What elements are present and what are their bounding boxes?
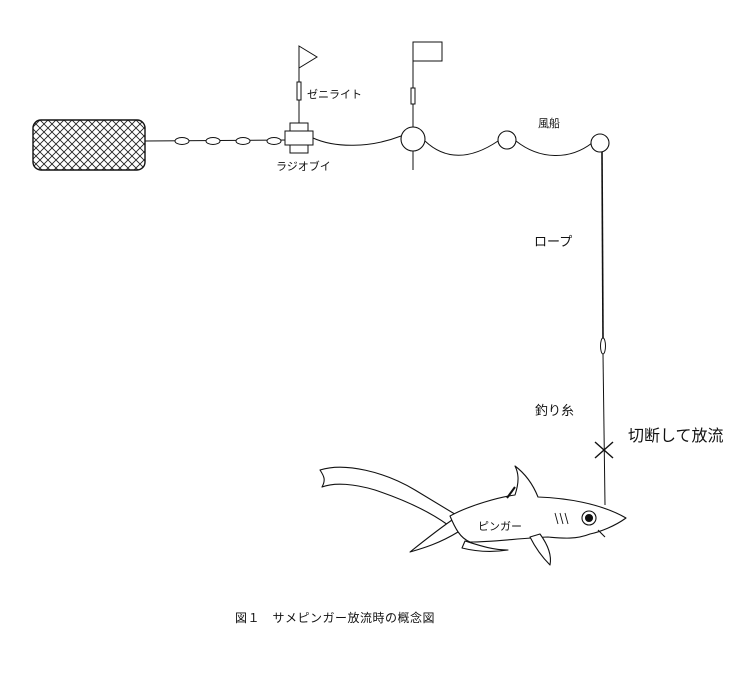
- label-zenilite: ゼニライト: [307, 88, 362, 101]
- flag-float: [400, 41, 443, 170]
- balloon-2: [590, 133, 610, 153]
- balloon-line-1: [424, 140, 499, 156]
- float-3: [235, 137, 251, 145]
- float-1: [174, 137, 190, 145]
- swivel: [600, 337, 606, 355]
- fishing-net: [32, 119, 146, 171]
- figure-caption: 図１ サメピンガー放流時の概念図: [235, 611, 436, 625]
- label-balloon: 風船: [538, 117, 560, 130]
- label-rope: ロープ: [534, 235, 573, 250]
- radio-buoy: [284, 45, 318, 154]
- label-radio-buoy: ラジオブイ: [276, 160, 331, 173]
- balloon-line-2: [515, 140, 593, 156]
- label-fishing-line: 釣り糸: [535, 404, 575, 419]
- label-cut-release: 切断して放流: [628, 426, 724, 445]
- shark: [319, 465, 627, 566]
- cut-mark: [594, 441, 614, 459]
- float-4: [266, 137, 282, 145]
- label-shark-pinger: ピンガー: [478, 520, 522, 533]
- rope: [601, 151, 604, 339]
- balloon-1: [497, 130, 517, 150]
- buoy-line: [312, 135, 402, 146]
- fishing-line: [602, 353, 606, 506]
- float-2: [205, 137, 221, 145]
